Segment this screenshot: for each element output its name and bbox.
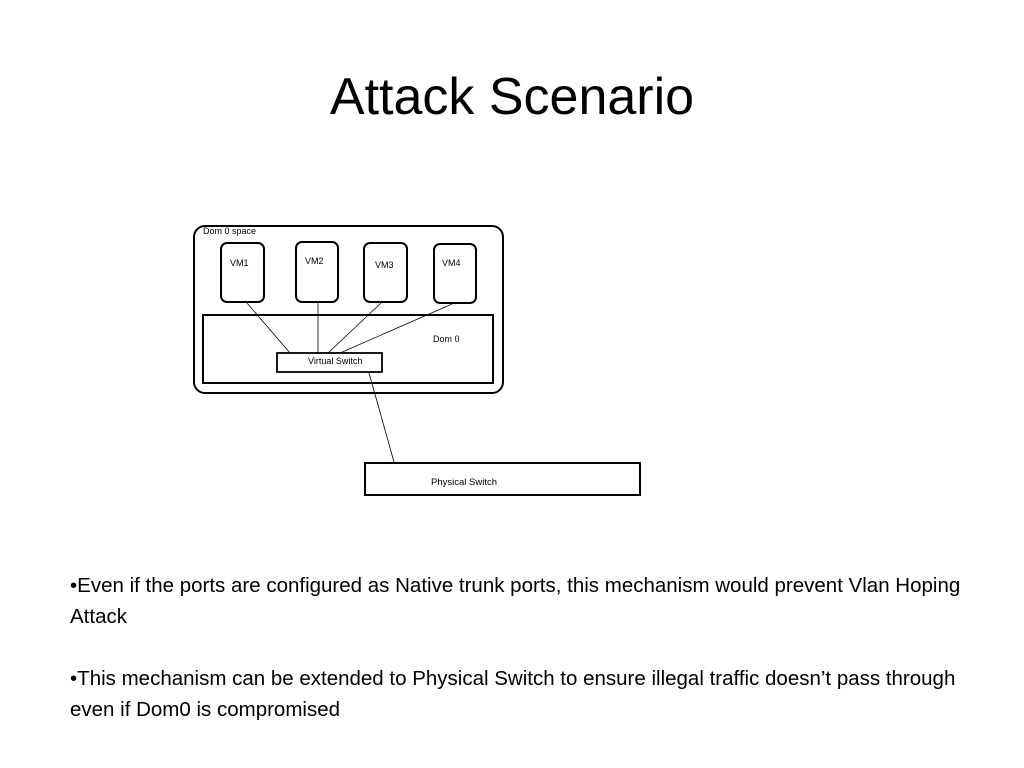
vm4-label: VM4 (442, 258, 461, 268)
vm2-box (295, 241, 339, 303)
dom0-space-box (193, 225, 504, 394)
vm3-label: VM3 (375, 260, 394, 270)
physical-switch-label: Physical Switch (431, 477, 497, 488)
vm3-link (327, 302, 382, 354)
vm2-label: VM2 (305, 256, 324, 266)
dom0-box (202, 314, 494, 384)
slide-title: Attack Scenario (329, 68, 695, 126)
bullet-item: •This mechanism can be extended to Physi… (70, 667, 956, 721)
bullet-list: •Even if the ports are configured as Nat… (70, 570, 970, 756)
vm4-box (433, 243, 477, 304)
vm3-box (363, 242, 408, 303)
bullet-item: •Even if the ports are configured as Nat… (70, 574, 961, 628)
vm1-link (246, 302, 291, 354)
virtual-switch-box (276, 352, 383, 373)
virtual-switch-label: Virtual Switch (308, 356, 362, 366)
vm1-box (220, 242, 265, 303)
vm4-link (339, 303, 453, 354)
vm1-label: VM1 (230, 258, 249, 268)
dom0-label: Dom 0 (433, 334, 460, 344)
physical-switch-box (364, 462, 641, 496)
dom0-space-label: Dom 0 space (203, 226, 256, 236)
uplink-line (368, 372, 395, 463)
